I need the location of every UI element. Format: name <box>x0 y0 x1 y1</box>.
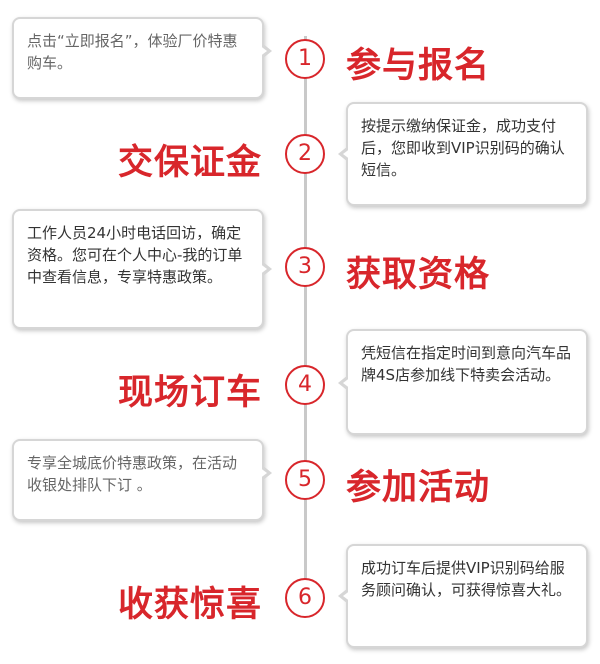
step-1-description: 点击“立即报名”，体验厂价特惠购车。 <box>27 32 238 72</box>
step-1-circle: 1 <box>285 39 325 79</box>
step-1-title: 参与报名 <box>346 46 491 86</box>
step-4-description-box: 凭短信在指定时间到意向汽车品牌4S店参加线下特卖会活动。 <box>338 329 588 435</box>
step-6-description-box: 成功订车后提供VIP识别码给服务顾问确认，可获得惊喜大礼。 <box>338 544 588 648</box>
step-4-pointer <box>338 375 351 391</box>
step-6-description: 成功订车后提供VIP识别码给服务顾问确认，可获得惊喜大礼。 <box>361 559 572 599</box>
step-2-description: 按提示缴纳保证金，成功支付后，您即收到VIP识别码的确认短信。 <box>361 117 565 179</box>
step-5-pointer <box>259 465 272 481</box>
step-2-circle: 2 <box>285 134 325 174</box>
step-3-title: 获取资格 <box>346 255 491 295</box>
step-6-pointer <box>338 588 351 604</box>
step-4-circle: 4 <box>285 365 325 405</box>
step-6-circle: 6 <box>285 578 325 618</box>
step-3-circle: 3 <box>285 247 325 287</box>
step-2-title: 交保证金 <box>117 143 262 183</box>
step-1-description-box: 点击“立即报名”，体验厂价特惠购车。 <box>12 17 272 99</box>
step-2-pointer <box>338 146 351 162</box>
step-3-description: 工作人员24小时电话回访，确定资格。您可在个人中心-我的订单中查看信息，专享特惠… <box>27 224 243 286</box>
step-2-description-box: 按提示缴纳保证金，成功支付后，您即收到VIP识别码的确认短信。 <box>338 102 588 206</box>
step-4-title: 现场订车 <box>117 373 262 413</box>
step-4-description: 凭短信在指定时间到意向汽车品牌4S店参加线下特卖会活动。 <box>361 344 572 384</box>
timeline-line <box>304 36 307 608</box>
step-3-description-box: 工作人员24小时电话回访，确定资格。您可在个人中心-我的订单中查看信息，专享特惠… <box>12 209 272 329</box>
step-5-description-box: 专享全城底价特惠政策，在活动收银处排队下订 。 <box>12 439 272 521</box>
step-5-circle: 5 <box>285 460 325 500</box>
step-6-title: 收获惊喜 <box>117 585 262 625</box>
step-3-pointer <box>259 261 272 277</box>
step-1-pointer <box>259 43 272 59</box>
step-5-title: 参加活动 <box>346 468 491 508</box>
step-5-description: 专享全城底价特惠政策，在活动收银处排队下订 。 <box>27 454 238 494</box>
